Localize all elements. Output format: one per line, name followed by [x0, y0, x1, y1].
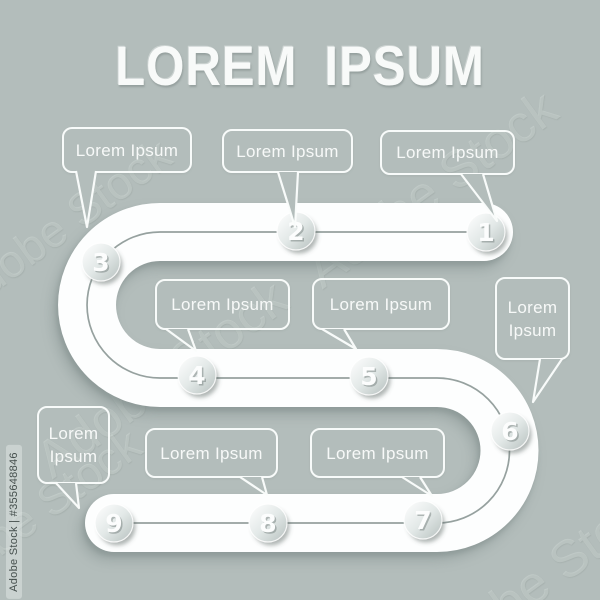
step-marker-2: 2 2 [276, 211, 318, 254]
callout-bubble-step8: Lorem Ipsum [145, 428, 278, 478]
callout-tail [276, 171, 300, 229]
svg-text:2: 2 [287, 217, 304, 246]
callout-label: Lorem Ipsum [396, 143, 499, 162]
callout-tail [460, 173, 499, 223]
step-marker-4: 4 4 [177, 355, 219, 398]
svg-text:5: 5 [360, 362, 377, 391]
callout-label: Lorem Ipsum [329, 294, 433, 314]
svg-text:2: 2 [289, 219, 306, 248]
callout-label: Lorem Ipsum [236, 141, 339, 161]
svg-text:7: 7 [414, 506, 431, 535]
page-title: LOREM IPSUM [115, 34, 485, 97]
svg-text:9: 9 [105, 509, 122, 538]
callout-bubble-step2: Lorem Ipsum [222, 129, 353, 173]
svg-text:4: 4 [190, 363, 207, 392]
step-marker-9: 9 9 [94, 503, 136, 546]
svg-text:8: 8 [259, 509, 276, 538]
svg-text:8: 8 [261, 511, 278, 540]
step-marker-7: 7 7 [403, 500, 445, 543]
callout-label: Lorem Ipsum [160, 443, 263, 463]
step-marker-6: 6 6 [490, 411, 532, 454]
callout-bubble-step1: Lorem Ipsum [380, 130, 515, 175]
callout-bubble-step7: Lorem Ipsum [310, 428, 445, 478]
svg-text:7: 7 [416, 508, 433, 537]
callout-tail [55, 482, 81, 510]
callout-label: Lorem Ipsum [75, 140, 179, 160]
callout-bubble-step5: Lorem Ipsum [312, 278, 450, 330]
callout-bubble-step9: Lorem Ipsum [37, 406, 110, 484]
svg-text:6: 6 [501, 417, 518, 446]
callout-label: Lorem Ipsum [48, 424, 99, 466]
callout-label: Lorem Ipsum [326, 443, 429, 463]
callout-bubble-step4: Lorem Ipsum [155, 279, 290, 330]
svg-text:1: 1 [477, 218, 494, 247]
svg-text:6: 6 [503, 419, 520, 448]
callout-tail [239, 476, 269, 497]
callout-label: Lorem Ipsum [507, 297, 558, 340]
svg-text:5: 5 [362, 364, 379, 393]
callout-bubble-step6: Lorem Ipsum [495, 277, 570, 360]
callout-tail [531, 358, 563, 404]
callout-tail [165, 328, 198, 353]
svg-text:9: 9 [107, 511, 124, 540]
callout-label: Lorem Ipsum [171, 295, 274, 314]
step-marker-5: 5 5 [349, 356, 391, 399]
callout-tail [321, 328, 358, 351]
callout-tail [401, 476, 434, 498]
svg-text:3: 3 [92, 248, 109, 277]
step-marker-3: 3 3 [81, 242, 123, 285]
callout-tail [74, 170, 98, 229]
watermark-id-label: Adobe Stock | #355648846 [6, 445, 22, 599]
step-marker-8: 8 8 [248, 503, 290, 546]
svg-text:4: 4 [188, 361, 205, 390]
svg-text:1: 1 [479, 220, 496, 249]
callout-bubble-step3: Lorem Ipsum [62, 127, 192, 173]
svg-text:3: 3 [94, 250, 111, 279]
step-marker-1: 1 1 [466, 212, 508, 255]
